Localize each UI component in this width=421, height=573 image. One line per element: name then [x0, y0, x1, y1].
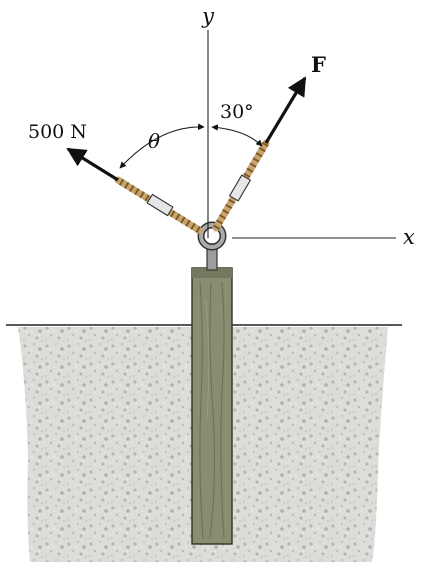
right-cable: [212, 139, 270, 232]
post-grain-3: [220, 281, 225, 539]
axes: y x: [201, 4, 415, 249]
x-axis-label: x: [403, 225, 415, 249]
post-body: [191, 267, 233, 545]
theta-angle-arc: [119, 123, 205, 169]
eye-bolt: [197, 221, 227, 271]
thirty-degree-angle-arc: [211, 124, 263, 147]
left-cable-sleeve: [146, 193, 174, 217]
left-cable-twist: [116, 177, 201, 233]
force-f-label: F: [311, 52, 326, 77]
post-grain-2: [209, 281, 215, 539]
force-500n-shaft: [66, 147, 119, 182]
force-500n-label: 500 N: [28, 121, 87, 143]
theta-label: θ: [148, 129, 160, 153]
post-grain-1: [199, 281, 204, 539]
thirty-degree-label: 30°: [220, 101, 254, 123]
force-500n-arrow: [66, 147, 119, 182]
force-f-shaft: [264, 76, 307, 144]
force-f-arrow: [264, 76, 307, 144]
angle-markings: θ 30°: [119, 101, 263, 169]
y-axis-label: y: [201, 4, 215, 28]
right-cable-sleeve: [228, 174, 252, 202]
post-top-shading: [192, 268, 232, 278]
left-cable: [114, 176, 203, 234]
bolt-ring-highlight: [199, 223, 225, 249]
post-grain-4: [205, 299, 210, 421]
wooden-post: [191, 267, 233, 545]
